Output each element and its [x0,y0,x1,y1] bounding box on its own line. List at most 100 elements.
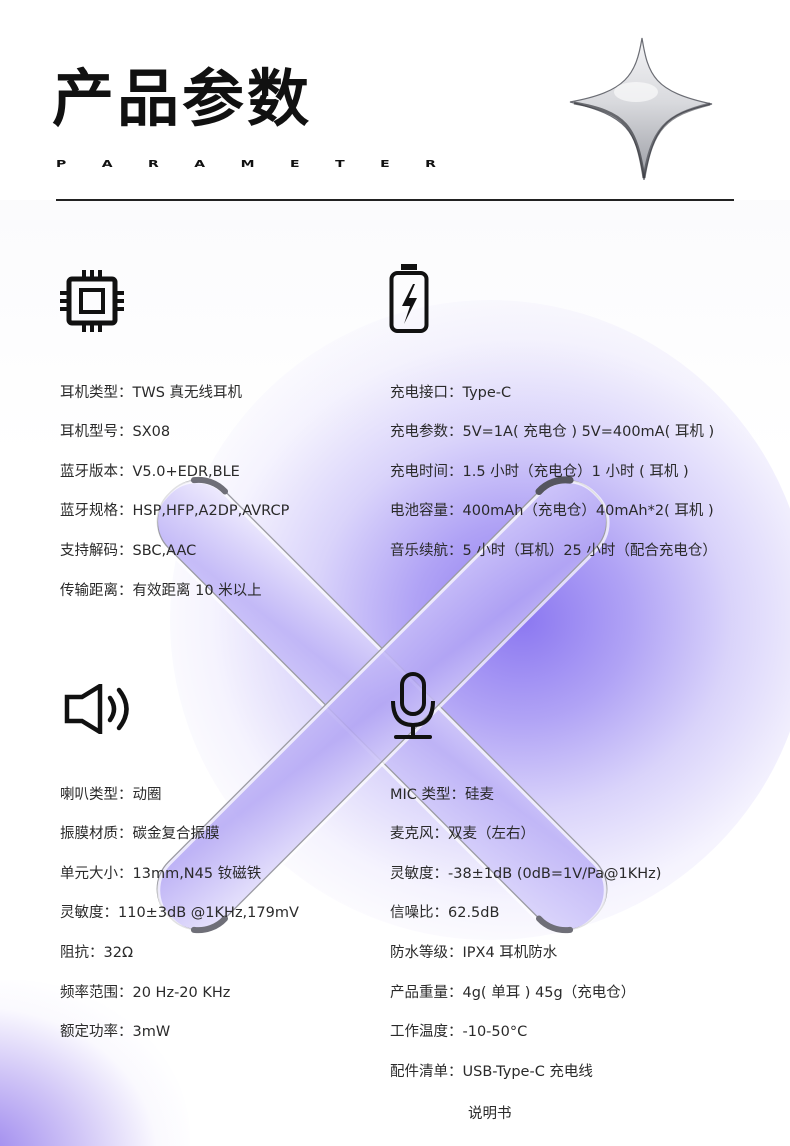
basic-specs-list: 耳机类型：TWS 真无线耳机 耳机型号：SX08 蓝牙版本：V5.0+EDR,B… [60,373,289,611]
spec-label: 充电参数： [390,424,463,441]
spec-label: 频率范围： [60,984,133,1001]
spec-row: 信噪比：62.5dB [390,894,661,934]
spec-value: 32Ω [103,944,134,961]
spec-row: 频率范围：20 Hz-20 KHz [60,973,299,1013]
spec-row: 额定功率：3mW [60,1013,299,1053]
mic-specs-list: MIC 类型：硅麦 麦克风：双麦（左右） 灵敏度：-38±1dB (0dB=1V… [390,775,661,1092]
spec-row: 耳机类型：TWS 真无线耳机 [60,373,289,413]
spec-row: 音乐续航：5 小时（耳机）25 小时（配合充电仓） [390,531,717,571]
spec-value: USB-Type-C 充电线 [462,1063,593,1080]
spec-label: 额定功率： [60,1024,133,1041]
spec-label: 充电接口： [390,384,463,401]
spec-row: 麦克风：双麦（左右） [390,815,661,855]
four-point-star-icon [569,37,713,180]
spec-label: 耳机类型： [60,384,133,401]
spec-label: 防水等级： [390,944,463,961]
spec-label: 阻抗： [60,944,104,961]
spec-value: 62.5dB [448,905,500,922]
spec-row: 耳机型号：SX08 [60,413,289,453]
spec-label: 蓝牙版本： [60,463,133,480]
chip-icon [60,270,124,332]
spec-value: 双麦（左右） [448,826,535,843]
spec-value: 硅麦 [465,786,495,803]
spec-value: 5V=1A( 充电仓 ) 5V=400mA( 耳机 ) [462,424,715,441]
spec-value: Type-C [462,384,512,401]
spec-row: 阻抗：32Ω [60,933,299,973]
subtitle-letter: E [290,158,300,170]
spec-label: 灵敏度： [60,905,118,922]
subtitle-letter: E [380,158,390,170]
spec-row: 传输距离：有效距离 10 米以上 [60,571,289,611]
spec-label: 音乐续航： [390,542,463,559]
spec-row: 蓝牙规格：HSP,HFP,A2DP,AVRCP [60,492,289,532]
accessory-continuation: 说明书 [468,1106,512,1122]
spec-value: SBC,AAC [132,542,197,559]
header-divider [56,199,734,201]
spec-label: 支持解码： [60,542,133,559]
spec-row: 防水等级：IPX4 耳机防水 [390,933,661,973]
spec-value: SX08 [132,424,171,441]
spec-label: 信噪比： [390,905,448,922]
spec-label: 振膜材质： [60,826,133,843]
spec-label: 耳机型号： [60,424,133,441]
spec-value: 有效距离 10 米以上 [132,582,262,599]
spec-label: 喇叭类型： [60,786,133,803]
spec-value: 1.5 小时（充电仓）1 小时 ( 耳机 ) [462,463,689,480]
spec-row: 充电参数：5V=1A( 充电仓 ) 5V=400mA( 耳机 ) [390,413,717,453]
spec-row: 工作温度：-10-50°C [390,1013,661,1053]
subtitle-letter: T [335,158,345,170]
spec-label: 配件清单： [390,1063,463,1080]
spec-label: 工作温度： [390,1024,463,1041]
spec-row: 充电时间：1.5 小时（充电仓）1 小时 ( 耳机 ) [390,452,717,492]
spec-value: 13mm,N45 钕磁铁 [132,865,262,882]
subtitle-letter: R [148,158,159,170]
spec-row: 单元大小： 13mm,N45 钕磁铁 [60,854,299,894]
subtitle-letter: A [194,158,206,170]
spec-value: 动圈 [132,786,162,803]
subtitle-letter: P [56,158,67,170]
spec-value: IPX4 耳机防水 [462,944,558,961]
spec-label: 单元大小： [60,865,133,882]
spec-row: 振膜材质：碳金复合振膜 [60,815,299,855]
spec-value: -10-50°C [462,1024,528,1041]
spec-row: 电池容量：400mAh（充电仓）40mAh*2( 耳机 ) [390,492,717,532]
spec-row: 灵敏度：110±3dB @1KHz,179mV [60,894,299,934]
spec-row: 蓝牙版本：V5.0+EDR,BLE [60,452,289,492]
page-subtitle-parameter: P A R A M E T E R [56,157,436,171]
spec-value: 4g( 单耳 ) 45g（充电仓） [462,984,636,1001]
spec-value: HSP,HFP,A2DP,AVRCP [132,503,290,520]
speaker-specs-list: 喇叭类型：动圈 振膜材质：碳金复合振膜 单元大小： 13mm,N45 钕磁铁 灵… [60,775,299,1052]
spec-value: 5 小时（耳机）25 小时（配合充电仓） [462,542,717,559]
battery-charging-icon [389,264,429,334]
speaker-volume-icon [64,684,134,734]
spec-row: 喇叭类型：动圈 [60,775,299,815]
spec-row: 充电接口：Type-C [390,373,717,413]
spec-label: 充电时间： [390,463,463,480]
spec-row: MIC 类型：硅麦 [390,775,661,815]
spec-label: 麦克风： [390,826,448,843]
spec-value: -38±1dB (0dB=1V/Pa@1KHz) [448,865,662,882]
spec-row: 产品重量：4g( 单耳 ) 45g（充电仓） [390,973,661,1013]
subtitle-letter: M [240,158,255,170]
spec-value: 20 Hz-20 KHz [132,984,231,1001]
microphone-icon [390,671,436,741]
spec-value: 碳金复合振膜 [132,826,220,843]
spec-label: 灵敏度： [390,865,448,882]
spec-row: 灵敏度：-38±1dB (0dB=1V/Pa@1KHz) [390,854,661,894]
spec-label: 产品重量： [390,984,463,1001]
spec-value: 3mW [132,1024,171,1041]
spec-row: 支持解码：SBC,AAC [60,531,289,571]
spec-value: TWS 真无线耳机 [132,384,243,401]
subtitle-letter: R [425,158,436,170]
spec-label: MIC 类型： [390,786,466,803]
subtitle-letter: A [101,158,113,170]
spec-value: V5.0+EDR,BLE [132,463,240,480]
battery-specs-list: 充电接口：Type-C 充电参数：5V=1A( 充电仓 ) 5V=400mA( … [390,373,717,571]
spec-value: 400mAh（充电仓）40mAh*2( 耳机 ) [462,503,714,520]
page-title: 产品参数 [52,62,313,135]
spec-label: 传输距离： [60,582,133,599]
spec-row: 配件清单：USB-Type-C 充电线 [390,1052,661,1092]
spec-label: 电池容量： [390,503,463,520]
spec-label: 蓝牙规格： [60,503,133,520]
